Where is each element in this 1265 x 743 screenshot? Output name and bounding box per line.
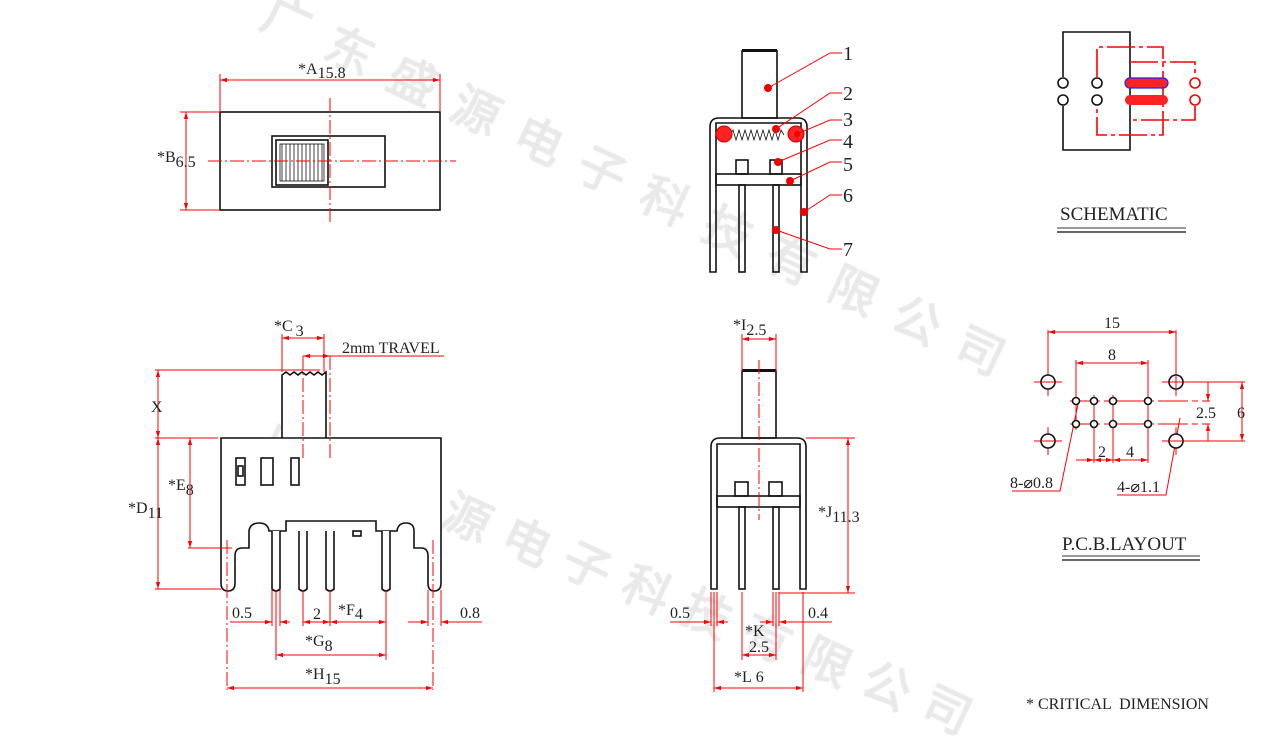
dim-e: *E8	[168, 477, 194, 499]
pcb-layout: 15 8 2 4 2.5 6 8-⌀0.8 4-⌀1.1 P.C.B.LAYOU…	[1010, 315, 1245, 561]
travel-label: 2mm TRAVEL	[342, 340, 440, 357]
callout-6: 6	[843, 185, 853, 207]
dim-side-right-gap: 0.4	[808, 605, 828, 622]
schematic: SCHEMATIC	[1057, 31, 1201, 233]
dim-x: X	[151, 399, 163, 416]
pcb-large-holes: 4-⌀1.1	[1117, 479, 1160, 496]
callout-4: 4	[843, 131, 853, 153]
pcb-dim-2: 2	[1098, 444, 1106, 461]
pcb-dim-2-5: 2.5	[1196, 405, 1216, 422]
pcb-dim-6: 6	[1237, 405, 1245, 422]
callout-3: 3	[843, 109, 853, 131]
dim-g: *G8	[305, 633, 333, 655]
pcb-dim-15: 15	[1104, 315, 1120, 332]
pcb-dim-4: 4	[1126, 444, 1134, 461]
pcb-title: P.C.B.LAYOUT	[1062, 534, 1187, 555]
callout-5: 5	[843, 154, 853, 176]
schematic-title: SCHEMATIC	[1060, 204, 1168, 225]
dim-a: *A15.8	[298, 61, 346, 82]
callout-7: 7	[843, 239, 853, 261]
dim-b: *B6.5	[157, 149, 196, 171]
dim-d: *D11	[128, 500, 163, 522]
dim-side-left-gap: 0.5	[670, 605, 690, 622]
dim-k-label: *K	[745, 623, 765, 640]
dim-j: *J11.3	[818, 504, 860, 526]
callout-1: 1	[843, 43, 853, 65]
dim-right-gap: 0.8	[460, 605, 480, 622]
critical-dimension-note: * CRITICAL DIMENSION	[1026, 696, 1209, 713]
dim-h: *H15	[305, 666, 341, 688]
dim-i: *I2.5	[733, 317, 766, 339]
pcb-dim-8: 8	[1108, 347, 1116, 364]
dim-pitch: 2	[313, 606, 321, 623]
dim-f: *F4	[338, 602, 363, 623]
dim-k-value: 2.5	[749, 639, 769, 656]
top-view: *A15.8 *B6.5	[157, 61, 456, 224]
dim-left-gap: 0.5	[232, 605, 252, 622]
section-view: 1 2 3 4 5 6 7	[709, 43, 853, 273]
callout-2: 2	[843, 83, 853, 105]
pcb-small-holes: 8-⌀0.8	[1010, 475, 1053, 492]
